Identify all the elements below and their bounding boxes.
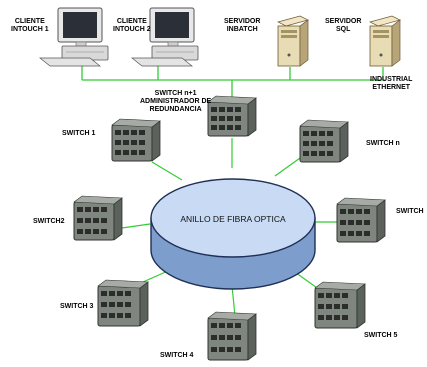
switch-4: [207, 311, 257, 361]
client-1-label: CLIENTE INTOUCH 1: [11, 18, 49, 33]
switch-5-label: SWITCH 5: [364, 332, 398, 339]
switch-right: [336, 197, 386, 243]
client-workstation-1: [39, 7, 109, 67]
industrial-switch-icon: [314, 281, 366, 329]
server-inbatch-label: SERVIDOR INBATCH: [224, 18, 261, 33]
switch-redundancy-manager: [207, 95, 257, 137]
switch-2-label: SWITCH2: [33, 218, 65, 225]
tower-server-icon: [277, 15, 309, 67]
industrial-switch-icon: [73, 195, 123, 241]
industrial-switch-icon: [97, 279, 149, 327]
switch-n-label: SWITCH n: [366, 140, 400, 147]
ethernet-bus: [81, 65, 385, 100]
industrial-switch-icon: [111, 118, 161, 162]
client-2-label: CLIENTE INTOUCH 2: [113, 18, 151, 33]
tower-server-icon: [369, 15, 401, 67]
desktop-computer-icon: [131, 7, 199, 67]
switch-2: [73, 195, 123, 241]
server-sql-label: SERVIDOR SQL: [325, 18, 362, 33]
ring-label: ANILLO DE FIBRA OPTICA: [180, 214, 286, 224]
switch-3-label: SWITCH 3: [60, 303, 94, 310]
client-workstation-2: [131, 7, 199, 67]
fiber-ring: ANILLO DE FIBRA OPTICA: [150, 178, 316, 290]
switch-3: [97, 279, 149, 327]
industrial-ethernet-label: INDUSTRIAL ETHERNET: [370, 76, 413, 91]
desktop-computer-icon: [39, 7, 109, 67]
switch-right-label: SWITCH: [396, 208, 424, 215]
industrial-switch-icon: [336, 197, 386, 243]
server-sql: [369, 15, 401, 67]
server-inbatch: [277, 15, 309, 67]
industrial-switch-icon: [207, 311, 257, 361]
switch-n: [299, 119, 349, 163]
switch-1-label: SWITCH 1: [62, 130, 96, 137]
industrial-switch-icon: [299, 119, 349, 163]
switch-4-label: SWITCH 4: [160, 352, 194, 359]
switch-5: [314, 281, 366, 329]
redundancy-manager-label: SWITCH n+1 ADMINISTRADOR DE REDUNDANCIA: [140, 90, 212, 113]
switch-1: [111, 118, 161, 162]
industrial-switch-icon: [207, 95, 257, 137]
